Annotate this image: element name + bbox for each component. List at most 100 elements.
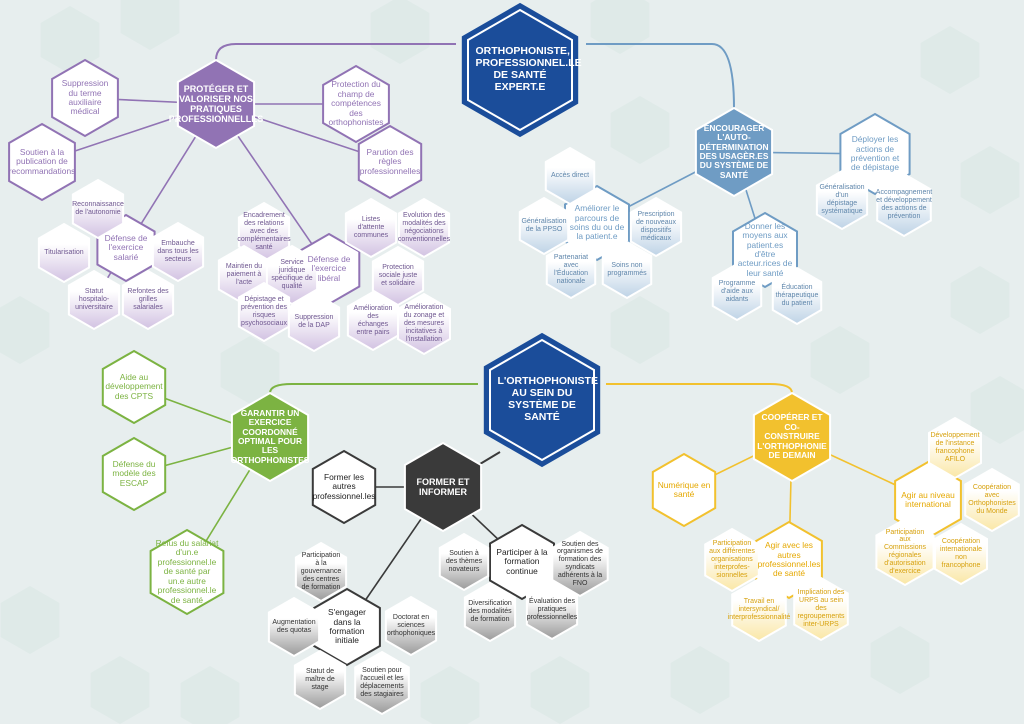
hexagon-shape [551, 530, 609, 598]
node-participation-gouvernance [294, 541, 348, 603]
hexagon-shape [793, 576, 849, 642]
node-parution-regles [357, 124, 423, 200]
node-travail-interprof [731, 577, 787, 643]
hexagon-shape [344, 197, 398, 259]
background-hexagon [670, 646, 730, 714]
node-encourager [694, 106, 774, 198]
hexagon-shape [876, 172, 932, 238]
node-proteger [176, 58, 256, 150]
node-donner-moyens [732, 211, 798, 289]
node-soutien-organismes [551, 530, 609, 598]
node-soins-non-programmes [601, 240, 653, 300]
background-hexagon [220, 336, 280, 404]
node-listes-attente [344, 197, 398, 259]
background-hexagon [90, 656, 150, 724]
hexagon-shape [403, 441, 483, 533]
node-partenariat-education [545, 240, 597, 300]
hexagon-shape [489, 523, 555, 601]
node-doctorat [384, 595, 438, 657]
hexagon-shape [121, 269, 175, 331]
hexagon-shape [67, 269, 121, 331]
background-hexagon [370, 0, 430, 64]
hexagon-shape [564, 184, 630, 262]
hexagon-shape [934, 522, 988, 586]
hexagon-inner-border [467, 8, 573, 132]
node-deployer-actions [839, 112, 911, 196]
hexagon-shape [815, 169, 869, 231]
hexagon-shape [752, 391, 832, 483]
node-programme-aidants [711, 262, 763, 322]
background-hexagon [420, 666, 480, 724]
node-service-juridique [265, 244, 319, 306]
node-prescription-dispositifs [629, 196, 683, 258]
hexagon-shape [384, 595, 438, 657]
background-hexagon [40, 6, 100, 74]
node-ortho-expert [461, 2, 579, 138]
node-soutien-publication [8, 122, 76, 202]
node-agir-autres [755, 520, 823, 600]
node-participer-formation [489, 523, 555, 601]
node-soutien-stagiaires [354, 650, 410, 716]
background-hexagon [180, 666, 240, 724]
hexagon-shape [461, 2, 579, 138]
hexagon-shape [37, 222, 91, 284]
hexagon-shape [311, 449, 377, 525]
hexagon-shape [928, 416, 982, 480]
node-evaluation-pratiques [525, 579, 579, 641]
background-hexagon [970, 376, 1024, 444]
hexagon-shape [313, 587, 381, 667]
hexagon-shape [71, 178, 125, 240]
hexagon-shape [601, 240, 653, 300]
node-former-autres [311, 449, 377, 525]
hexagon-shape [525, 579, 579, 641]
hexagon-shape [755, 520, 823, 600]
background-hexagon [870, 626, 930, 694]
hexagon-shape [518, 196, 570, 256]
hexagon-inner-border [489, 338, 595, 462]
hexagon-shape [51, 58, 119, 138]
node-refus-salariat [149, 528, 225, 616]
background-hexagon [950, 266, 1010, 334]
hexagon-shape [463, 581, 517, 643]
hexagon-shape [875, 517, 935, 587]
node-defense-escap [101, 436, 167, 512]
hexagon-shape [732, 211, 798, 289]
node-embauche [151, 221, 205, 283]
node-cooperer [752, 391, 832, 483]
node-reconnaissance [71, 178, 125, 240]
hexagon-shape [267, 596, 321, 658]
node-statut-hospitalo [67, 269, 121, 331]
node-implication-urps [793, 576, 849, 642]
background-hexagon [590, 0, 650, 54]
background-hexagon [0, 296, 50, 364]
node-refontes-grilles [121, 269, 175, 331]
hexagon-shape [176, 58, 256, 150]
hexagon-shape [629, 196, 683, 258]
background-hexagon [530, 656, 590, 724]
hexagon-shape [149, 528, 225, 616]
node-cooperation-non-francophone [934, 522, 988, 586]
node-suppression-dap [287, 291, 341, 353]
node-developpement-afilo [928, 416, 982, 480]
hexagon-shape [704, 527, 760, 593]
node-evolution-modalites [397, 197, 451, 259]
node-garantir [230, 391, 310, 483]
node-soutien-themes [438, 532, 490, 592]
hexagon-shape [483, 332, 601, 468]
node-participation-commissions [875, 517, 935, 587]
node-statut-maitre [293, 649, 347, 711]
node-suppression-terme [51, 58, 119, 138]
node-participation-organisations [704, 527, 760, 593]
hexagon-shape [545, 240, 597, 300]
node-protection-sociale [371, 245, 425, 307]
node-ameliorer-parcours [564, 184, 630, 262]
connector-line [586, 43, 735, 109]
hexagon-shape [101, 436, 167, 512]
background-hexagon [960, 146, 1020, 214]
hexagon-shape [839, 112, 911, 196]
node-engager-formation-initiale [313, 587, 381, 667]
node-accompagnement-prevention [876, 172, 932, 238]
